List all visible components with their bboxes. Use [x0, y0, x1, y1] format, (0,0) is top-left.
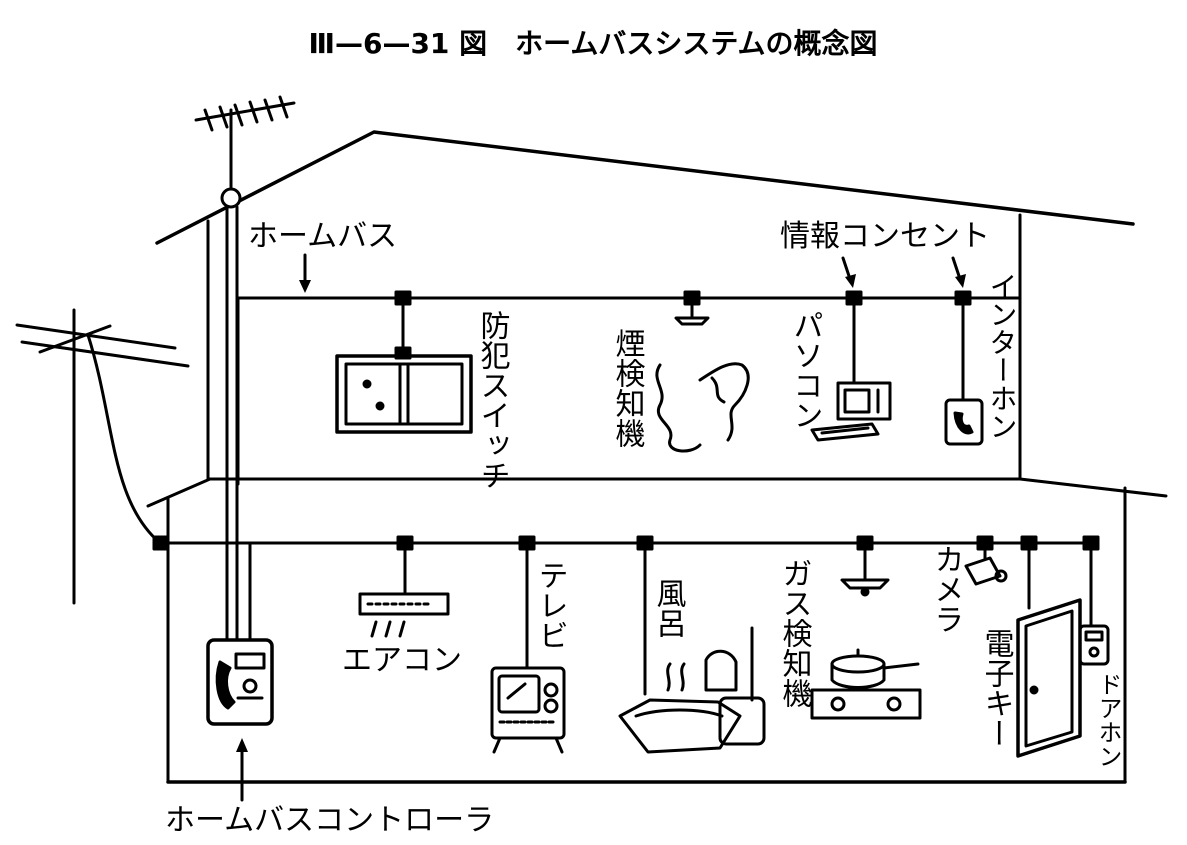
gas-detector-device — [810, 547, 922, 720]
pc-device — [810, 302, 892, 442]
label-smoke-detector: 煙検知機 — [610, 328, 646, 448]
air-conditioner-device — [358, 547, 450, 638]
window-security-device — [335, 302, 473, 434]
home-bus-line-upper — [236, 290, 972, 306]
label-pc: パソコン — [788, 310, 823, 430]
label-home-bus-controller: ホームバスコントローラ — [165, 803, 494, 838]
label-info-outlet: 情報コンセント — [780, 219, 990, 254]
label-door-phone: ドアホン — [1094, 672, 1122, 768]
label-tv: テレビ — [533, 560, 568, 650]
figure-title: Ⅲ—6—31 図 ホームバスシステムの概念図 — [309, 27, 878, 60]
tv-device — [490, 547, 566, 754]
label-security-switch: 防犯スイッチ — [475, 310, 511, 490]
smoke-detector-device — [655, 302, 750, 453]
label-gas-detector: ガス検知機 — [777, 558, 813, 708]
intercom-device — [944, 302, 984, 446]
label-bath: 風呂 — [651, 578, 686, 638]
electronic-key-door — [1016, 547, 1082, 758]
tv-antenna — [194, 95, 296, 642]
camera-device — [964, 547, 1008, 586]
pointer-arrows — [236, 253, 966, 802]
label-electronic-key: 電子キー — [979, 628, 1014, 748]
label-home-bus: ホームバス — [248, 219, 397, 254]
utility-pole — [15, 308, 190, 605]
label-air-conditioner: エアコン — [342, 643, 462, 678]
label-camera: カメラ — [929, 544, 964, 634]
door-phone-device — [1078, 547, 1110, 666]
label-intercom: インターホン — [986, 272, 1019, 440]
controller-device — [206, 638, 274, 726]
bath-device — [618, 547, 766, 754]
